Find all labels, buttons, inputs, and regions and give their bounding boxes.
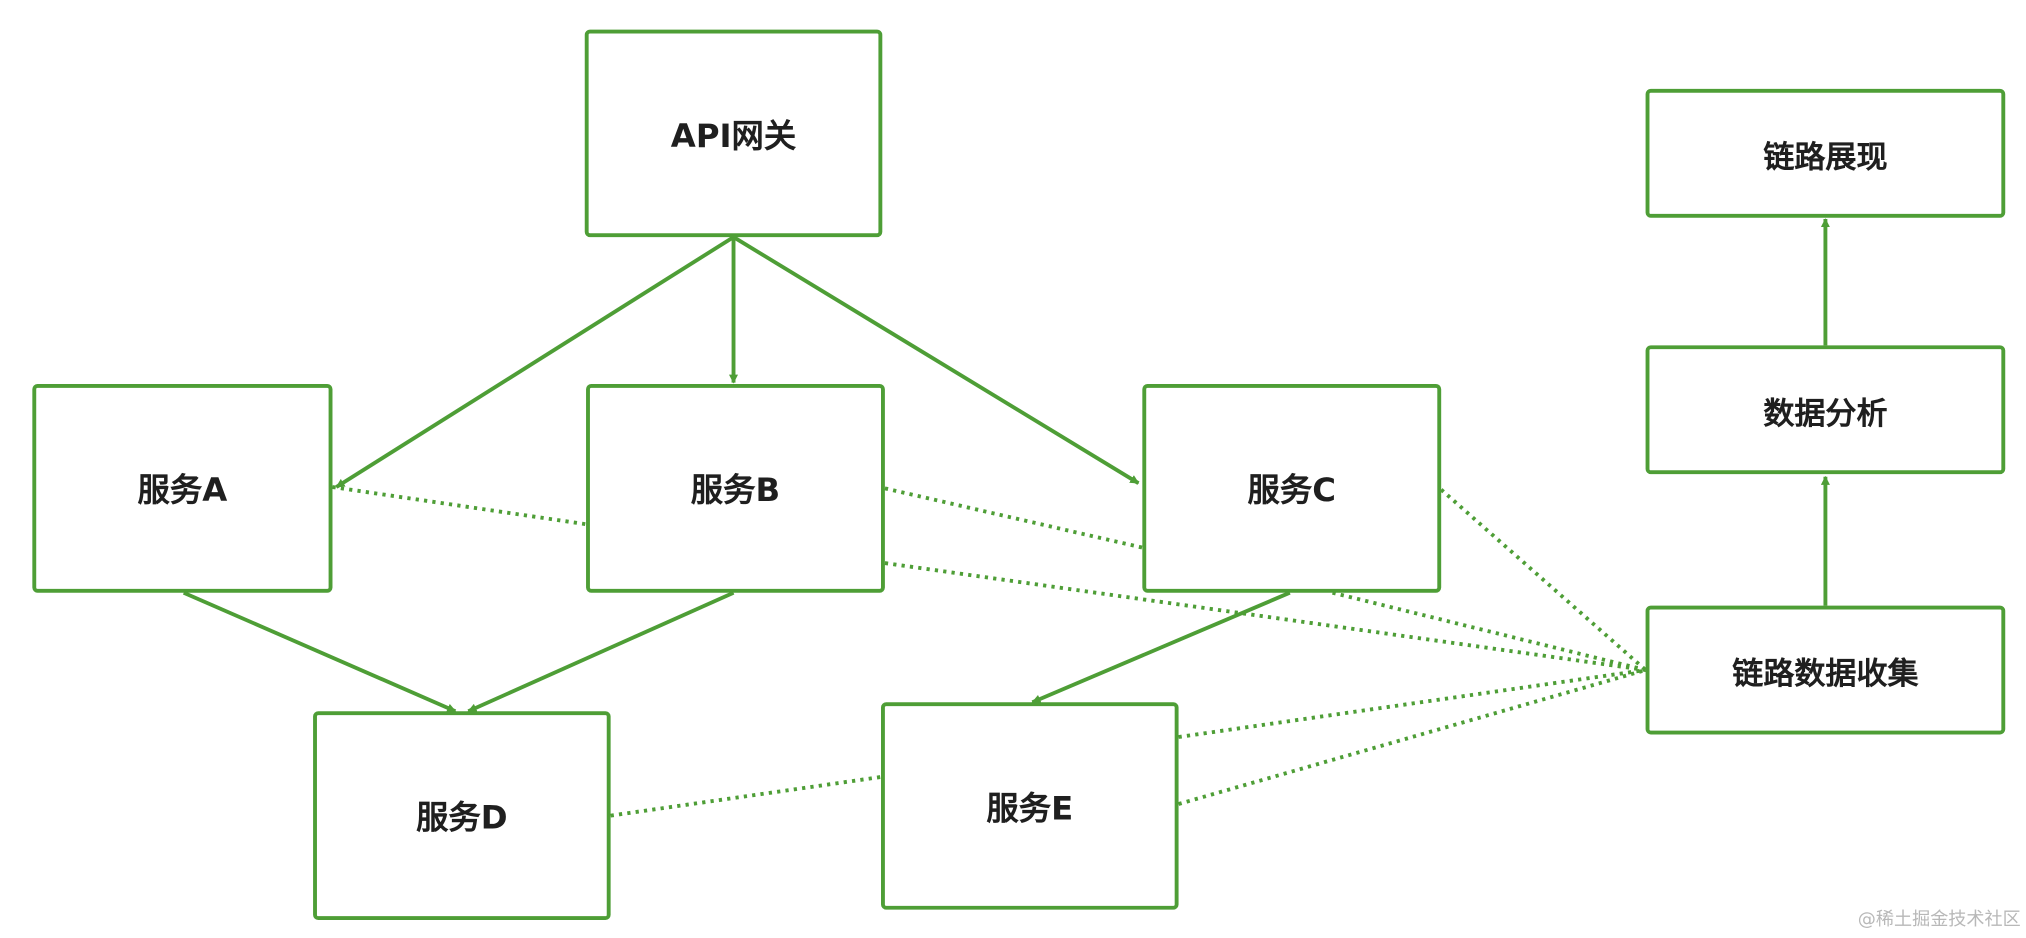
watermark-text: @稀土掘金技术社区 [1857,909,2021,931]
trace-link-c-collect-lower [1332,590,1647,672]
arrow-service-b-to-service-d [467,590,735,714]
arrow-service-a-to-service-d [182,590,457,714]
trace-display-node: 链路展现 [1645,88,2006,218]
trace-link-b-c [884,486,1143,550]
data-analysis-node: 数据分析 [1645,345,2006,475]
service-c-node: 服务C [1142,383,1442,593]
arrow-gateway-to-service-c [732,235,1140,485]
service-d-node: 服务D [313,711,611,920]
service-b-node: 服务B [586,383,885,593]
trace-link-e-collect-upper [1178,668,1646,739]
trace-link-d-e [610,775,882,818]
api-gateway-node: API网关 [584,29,883,238]
trace-link-a-b [332,485,588,527]
trace-link-b-collect [884,561,1646,672]
arrow-service-c-to-service-e [1031,590,1291,705]
trace-link-c-collect-upper [1439,488,1647,672]
service-a-node: 服务A [32,383,333,593]
service-e-node: 服务E [881,702,1179,910]
trace-link-e-collect-lower [1178,668,1647,806]
trace-collection-node: 链路数据收集 [1645,605,2006,735]
arrow-gateway-to-service-a [335,235,735,489]
